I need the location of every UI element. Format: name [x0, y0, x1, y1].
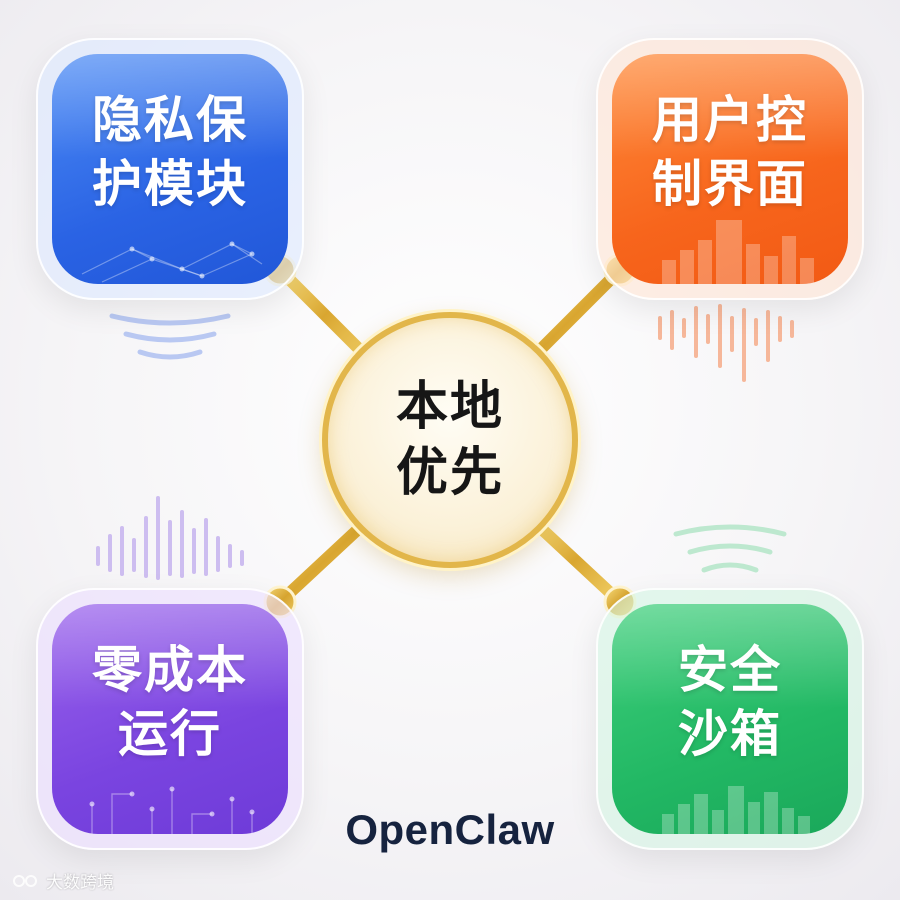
- watermark-text: 大数跨境: [46, 873, 114, 893]
- card-privacy-protection-line-1: 隐私保: [92, 91, 248, 149]
- wave-icon-top-left: [109, 313, 231, 360]
- card-secure-sandbox-face: 安全 沙箱: [612, 604, 848, 834]
- center-hub-line-2: 优先: [395, 443, 504, 503]
- card-privacy-protection-face: 隐私保 护模块: [52, 54, 288, 284]
- card-user-control-ui-line-2: 制界面: [652, 155, 808, 213]
- equalizer-icon-top-right: [658, 304, 794, 382]
- network-grid-icon: [81, 241, 263, 283]
- card-zero-cost-run-face: 零成本 运行: [52, 604, 288, 834]
- equalizer-icon-bottom-left: [96, 496, 244, 580]
- watermark-logo-icon: [13, 874, 37, 887]
- card-secure-sandbox-line-2: 沙箱: [678, 705, 782, 763]
- connector-bottom-left: [276, 514, 374, 606]
- center-hub-local-first: 本地 优先: [322, 312, 578, 568]
- connector-top-left: [276, 266, 374, 364]
- connector-top-right: [526, 266, 624, 364]
- card-privacy-protection-line-2: 护模块: [92, 155, 248, 213]
- brand-title: OpenClaw: [345, 806, 555, 853]
- watermark: 大数跨境: [12, 868, 114, 893]
- circuit-lines-icon: [89, 786, 255, 834]
- card-zero-cost-run: 零成本 运行: [36, 588, 304, 850]
- card-secure-sandbox: 安全 沙箱: [596, 588, 864, 850]
- card-user-control-ui-face: 用户控 制界面: [612, 54, 848, 284]
- card-secure-sandbox-line-1: 安全: [678, 641, 782, 699]
- center-hub-line-1: 本地: [395, 377, 504, 437]
- card-user-control-ui: 用户控 制界面: [596, 38, 864, 300]
- card-user-control-ui-line-1: 用户控: [652, 91, 808, 149]
- card-zero-cost-run-line-2: 运行: [118, 705, 222, 763]
- connector-bottom-right: [526, 514, 624, 606]
- card-zero-cost-run-line-1: 零成本: [92, 641, 248, 699]
- card-privacy-protection: 隐私保 护模块: [36, 38, 304, 300]
- building-bars-icon: [662, 786, 810, 834]
- wave-icon-bottom-right: [673, 524, 787, 573]
- city-bars-icon: [662, 220, 814, 284]
